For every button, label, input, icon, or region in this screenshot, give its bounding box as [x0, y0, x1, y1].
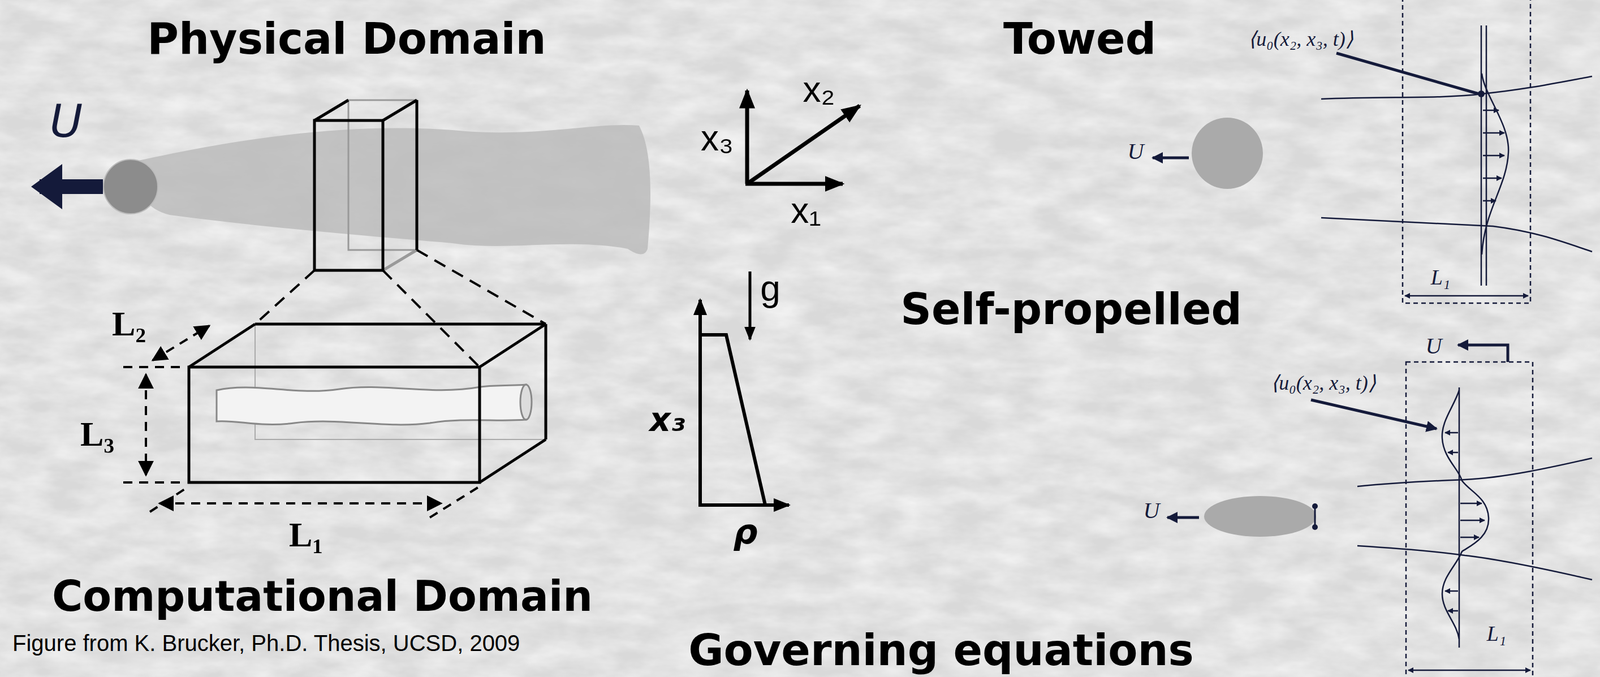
computational-box-front	[188, 367, 480, 483]
computational-box	[188, 324, 546, 483]
coordinate-axes	[745, 90, 860, 184]
figure-caption: Figure from K. Brucker, Ph.D. Thesis, UC…	[12, 631, 520, 655]
section-heading: Physical Domain	[147, 17, 546, 61]
velocity-label: U	[1127, 140, 1145, 163]
sample-prism	[314, 100, 417, 271]
dimension-label: L₁	[1430, 266, 1451, 288]
tube-end	[520, 384, 532, 420]
self-propelled-schematic	[1167, 344, 1593, 677]
section-heading: Governing equations	[688, 628, 1194, 672]
velocity-arrowhead	[31, 164, 63, 210]
body-sphere	[103, 159, 158, 214]
axis-label: x₃	[700, 119, 734, 157]
mean-velocity-label: ⟨u₀(x₂, x₃, t)⟩	[1270, 372, 1376, 394]
axis-label: x₁	[790, 192, 822, 229]
dimension-label: L₃	[80, 416, 115, 452]
dimension-label: L₁	[1486, 622, 1507, 645]
velocity-label: U	[1425, 334, 1443, 358]
section-heading: Computational Domain	[52, 575, 593, 618]
mean-velocity-label: ⟨u₀(x₂, x₃, t)⟩	[1248, 28, 1353, 50]
section-heading: Towed	[1003, 17, 1157, 61]
axis-label: x₂	[803, 71, 836, 108]
section-heading: Self-propelled	[900, 287, 1242, 331]
dimension-label: L₁	[289, 516, 323, 552]
dimension-label: L₂	[111, 305, 146, 342]
dimension-lines	[123, 325, 480, 518]
axis-label: x₃	[649, 403, 686, 437]
velocity-label: U	[49, 98, 84, 145]
velocity-label: U	[1143, 499, 1160, 523]
zoom-lines	[255, 249, 546, 368]
towed-schematic	[1152, 0, 1593, 304]
axis-label: ρ	[733, 514, 758, 549]
gravity-label: g	[760, 270, 781, 307]
wake	[135, 124, 651, 255]
